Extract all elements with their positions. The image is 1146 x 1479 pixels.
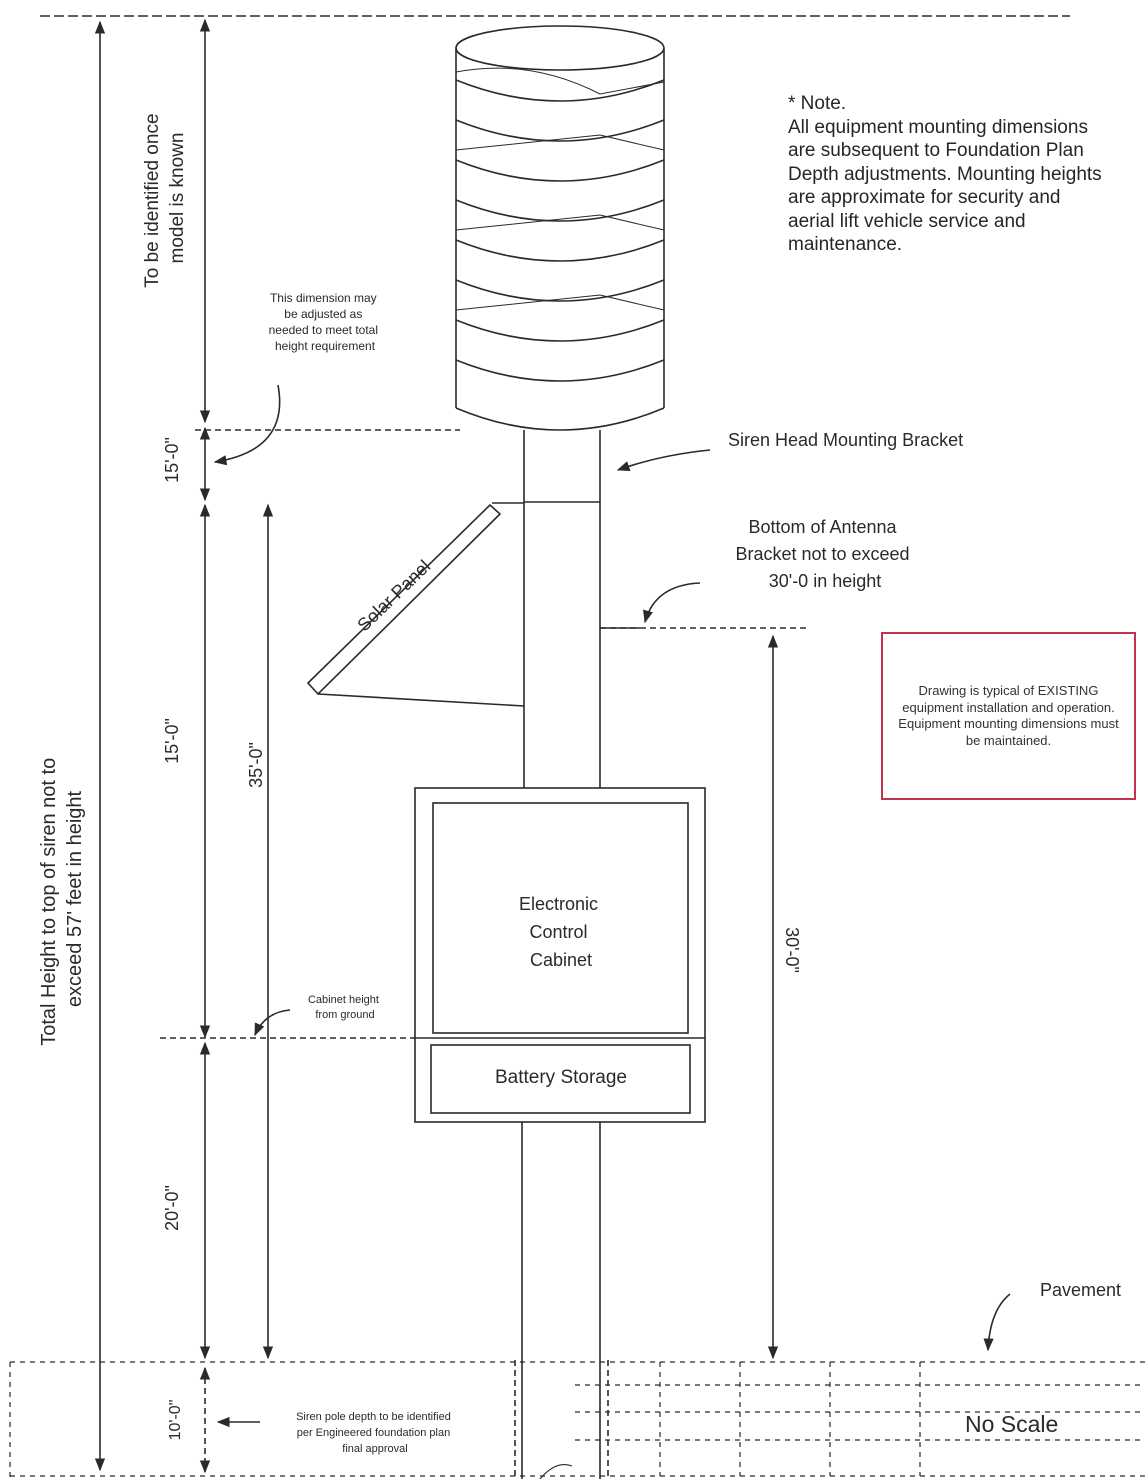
- cabinet-height-label: Cabinet height from ground: [308, 994, 382, 1021]
- siren-bracket-leader: [616, 449, 711, 471]
- battery-storage-label: Battery Storage: [495, 1067, 627, 1088]
- total-height-label: Total Height to top of siren not to exce…: [38, 752, 86, 1046]
- solar-panel-label: Solar Panel: [353, 556, 434, 635]
- electronic-cabinet-label: Electronic Control Cabinet: [519, 894, 603, 970]
- note-title: * Note.: [788, 93, 847, 114]
- dim-30-label: 30'-0": [782, 927, 802, 973]
- adjust-note-label: This dimension may be adjusted as needed…: [269, 291, 382, 353]
- pavement-foundation: [9, 1361, 1146, 1479]
- solar-panel: [306, 502, 525, 707]
- to-be-identified-label: To be identified once model is known: [142, 108, 188, 288]
- pavement-leader: [983, 1293, 1011, 1352]
- siren-head: [455, 25, 665, 431]
- dim-15-top-label: 15'-0": [162, 437, 182, 483]
- mounting-note: * Note. All equipment mounting dimension…: [788, 92, 1108, 257]
- dim-20-label: 20'-0": [162, 1185, 182, 1231]
- siren-head-bracket-label: Siren Head Mounting Bracket: [728, 430, 963, 450]
- dim-35-label: 35'-0": [246, 742, 266, 788]
- pole-depth-label: Siren pole depth to be identified per En…: [296, 1411, 454, 1455]
- dim-15-mid-label: 15'-0": [162, 718, 182, 764]
- existing-equipment-box: Drawing is typical of EXISTING equipment…: [881, 632, 1136, 800]
- adjust-leader: [213, 384, 281, 466]
- note-body: All equipment mounting dimensions are su…: [788, 116, 1102, 256]
- no-scale-label: No Scale: [965, 1411, 1058, 1437]
- electronic-control-cabinet: [414, 787, 706, 1123]
- antenna-bracket-leader: [643, 582, 701, 624]
- pavement-label: Pavement: [1040, 1280, 1121, 1300]
- existing-equipment-text: Drawing is typical of EXISTING equipment…: [898, 683, 1119, 748]
- antenna-bracket-label: Bottom of Antenna Bracket not to exceed …: [735, 517, 914, 591]
- dim-10-label: 10'-0": [167, 1400, 184, 1441]
- cabinet-height-leader: [254, 1009, 291, 1037]
- siren-pole: [514, 430, 640, 1479]
